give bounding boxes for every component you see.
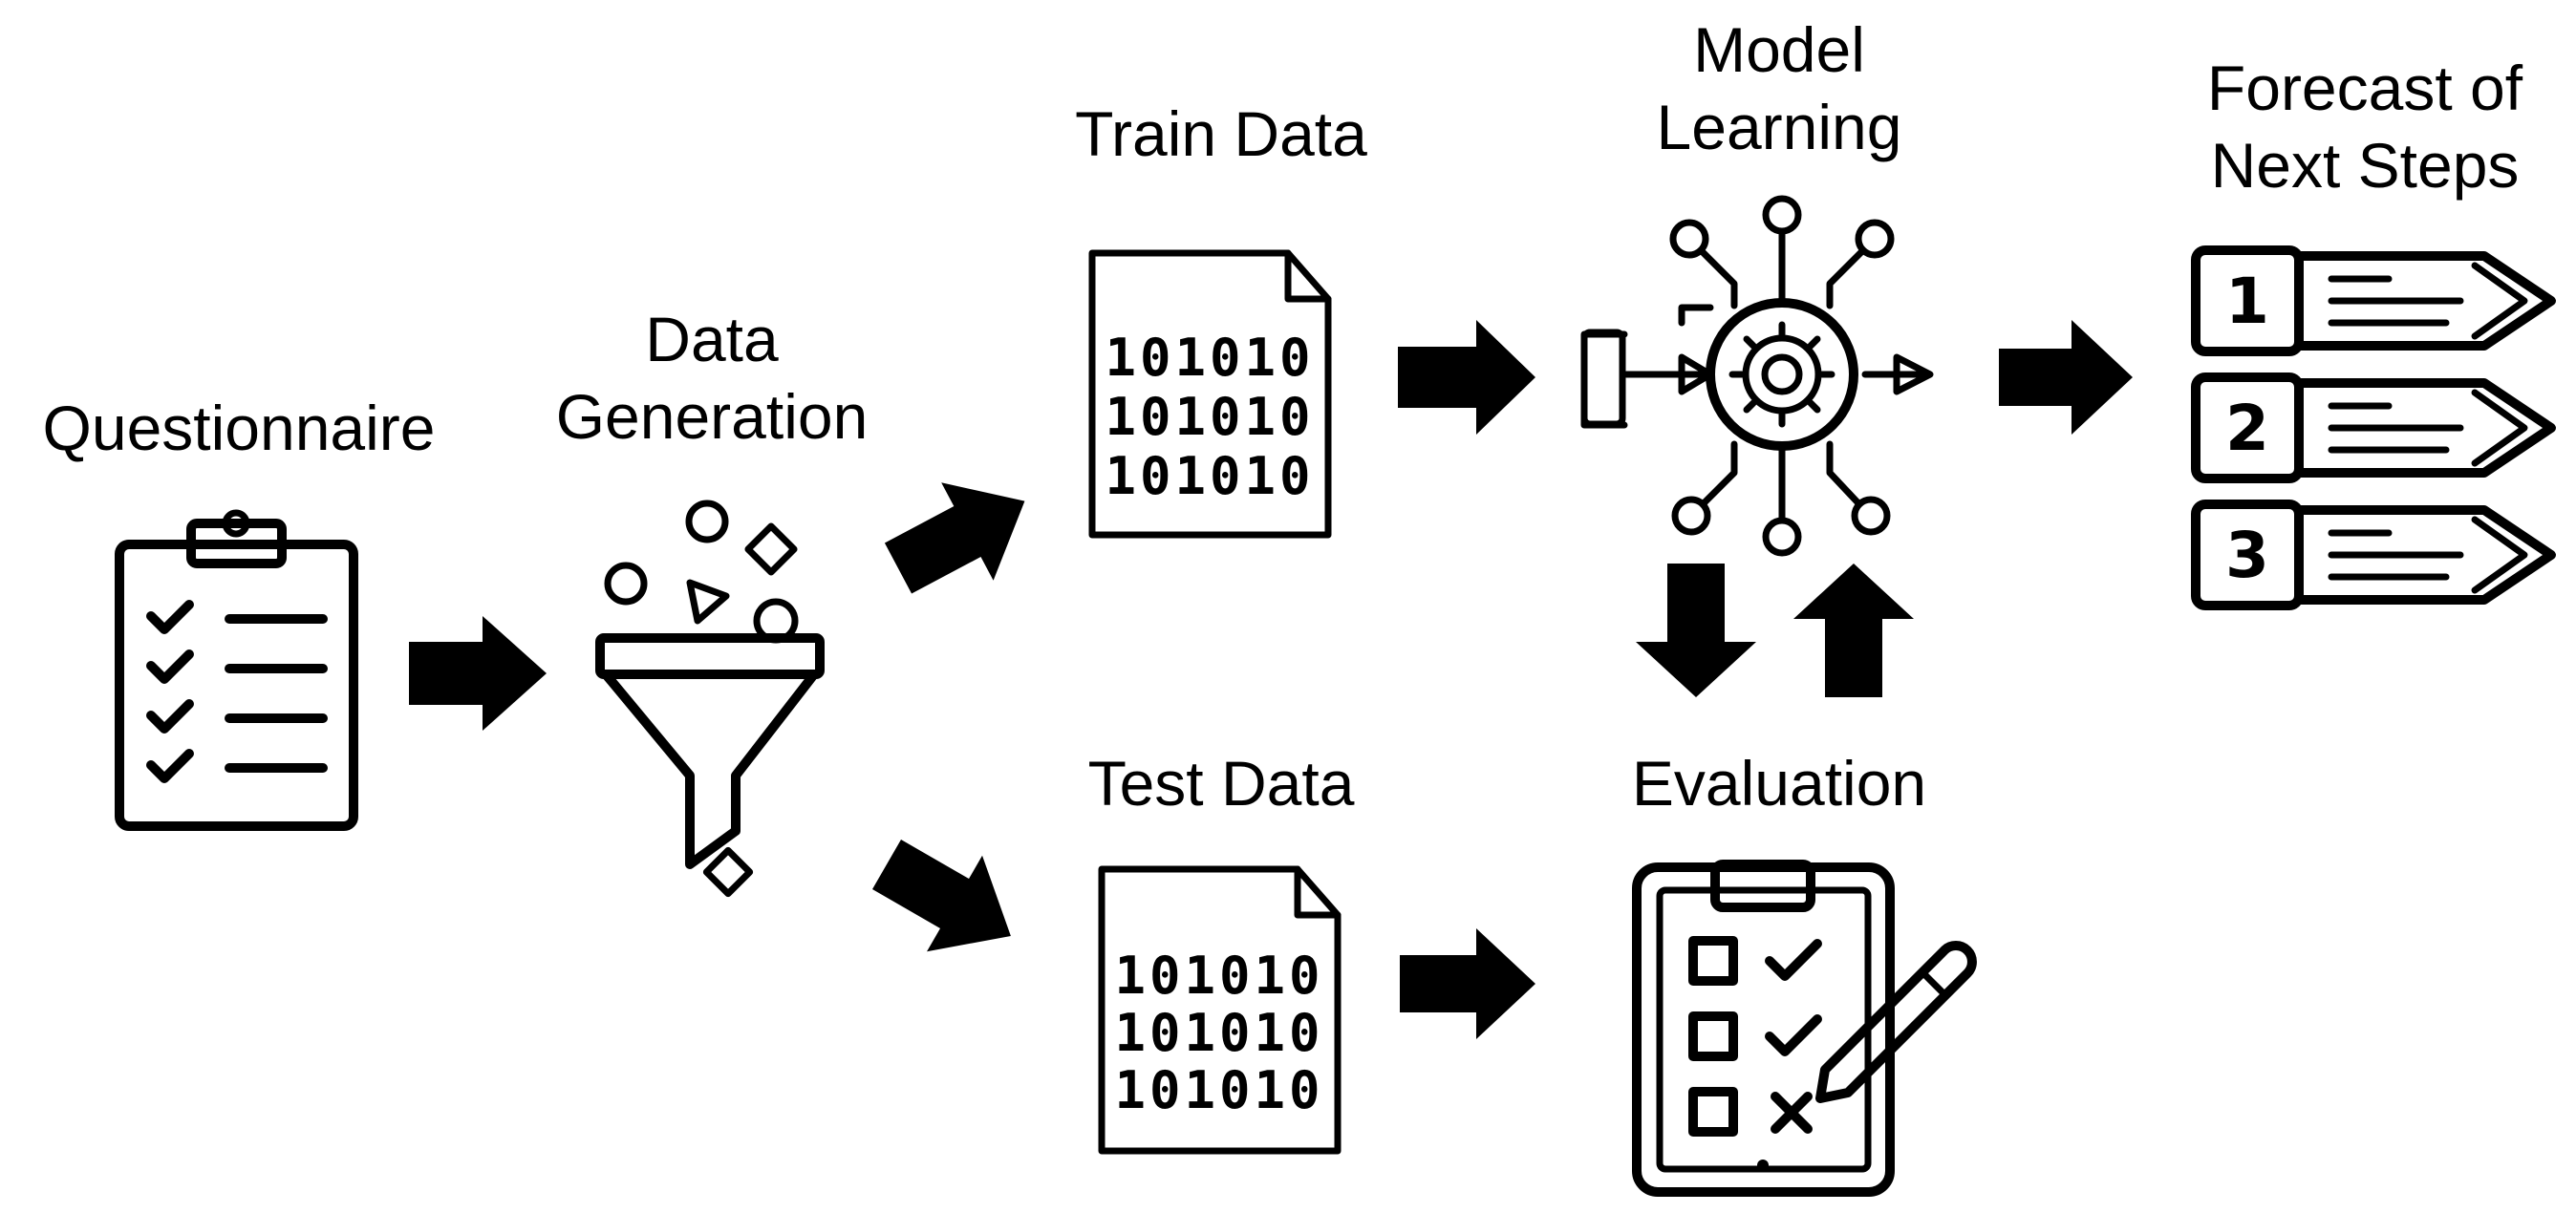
forecast-step-1: 1 <box>2191 245 2556 356</box>
step-number: 2 <box>2225 392 2269 465</box>
clipboard-checklist-icon <box>115 509 358 831</box>
binary-row: 101010 <box>1105 446 1314 506</box>
binary-row: 101010 <box>1105 328 1314 388</box>
forecast-label: Forecast of Next Steps <box>2206 53 2523 201</box>
arrow-right-icon <box>1400 928 1535 1039</box>
forecast-steps-icon: 1 2 3 <box>2191 245 2556 610</box>
step-number: 3 <box>2225 519 2269 592</box>
model-learning-icon <box>1580 195 1934 557</box>
forecast-step-2: 2 <box>2191 372 2556 483</box>
data-generation-label: Data Generation <box>555 304 869 452</box>
binary-row: 101010 <box>1114 1003 1323 1063</box>
model-learning-label: Model Learning <box>1656 14 1902 162</box>
arrow-down-right-icon <box>872 840 1011 952</box>
arrow-up-icon <box>1793 564 1914 697</box>
funnel-icon <box>595 500 825 898</box>
train-data-document-icon: 101010 101010 101010 <box>1088 249 1332 539</box>
questionnaire-label: Questionnaire <box>42 393 436 463</box>
test-data-label: Test Data <box>1087 748 1355 819</box>
binary-row: 101010 <box>1114 1060 1323 1120</box>
train-data-label: Train Data <box>1075 98 1367 169</box>
forecast-step-3: 3 <box>2191 500 2556 610</box>
evaluation-label: Evaluation <box>1631 748 1927 819</box>
step-number: 1 <box>2225 265 2269 338</box>
arrow-up-right-icon <box>884 482 1025 594</box>
arrow-right-icon <box>1999 320 2133 435</box>
evaluation-clipboard-icon <box>1632 860 1977 1197</box>
arrow-right-icon <box>1398 320 1535 435</box>
arrow-down-icon <box>1636 564 1756 697</box>
test-data-document-icon: 101010 101010 101010 <box>1098 865 1342 1155</box>
binary-row: 101010 <box>1105 387 1314 447</box>
arrow-right-icon <box>409 616 547 731</box>
binary-row: 101010 <box>1114 946 1323 1006</box>
